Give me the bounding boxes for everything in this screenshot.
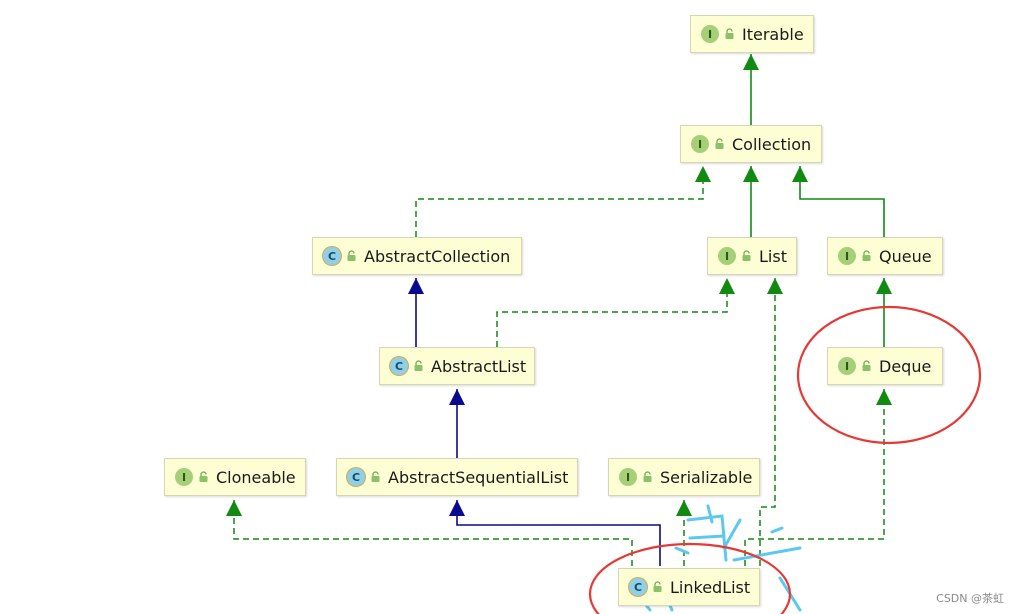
interface-icon: I — [175, 468, 193, 486]
interface-icon: I — [701, 25, 719, 43]
node-label: AbstractList — [431, 356, 527, 376]
node-collection[interactable]: I Collection — [680, 125, 822, 163]
node-serializable[interactable]: I Serializable — [608, 458, 760, 496]
deque-highlight-circle — [796, 305, 982, 445]
edge-abstractcollection-to-collection — [415, 166, 704, 237]
node-list[interactable]: I List — [707, 237, 797, 275]
edge-abstractlist-to-list — [496, 278, 728, 347]
node-label: List — [759, 246, 787, 266]
node-abstractlist[interactable]: C AbstractList — [379, 347, 535, 385]
arrow-abstractsequentiallist — [449, 500, 465, 516]
node-label: AbstractSequentialList — [388, 467, 569, 487]
node-label: Queue — [879, 246, 932, 266]
interface-icon: I — [619, 468, 637, 486]
arrow-list-b — [767, 278, 783, 294]
edge-queue-to-collection — [799, 166, 885, 237]
node-label: Serializable — [660, 467, 753, 487]
lock-icon — [199, 471, 208, 482]
node-label: Deque — [879, 356, 932, 376]
lock-icon — [715, 138, 724, 149]
arrow-abstractlist — [449, 389, 465, 405]
arrow-serializable — [676, 500, 692, 516]
edge-linkedlist-to-abstractsequentiallist — [456, 500, 661, 566]
node-label: LinkedList — [670, 577, 751, 597]
linkedlist-highlight-circle — [588, 542, 792, 614]
class-icon: C — [323, 247, 341, 265]
lock-icon — [414, 360, 423, 371]
lock-icon — [725, 28, 734, 39]
lock-icon — [643, 471, 652, 482]
node-deque[interactable]: I Deque — [827, 347, 943, 385]
edge-linkedlist-to-list — [759, 278, 776, 566]
class-icon: C — [390, 357, 408, 375]
node-linkedlist[interactable]: C LinkedList — [618, 568, 760, 606]
arrow-list-a — [719, 278, 735, 294]
lock-icon — [347, 250, 356, 261]
interface-icon: I — [691, 135, 709, 153]
node-label: Iterable — [742, 24, 804, 44]
edge-linkedlist-to-cloneable — [233, 500, 633, 566]
arrow-queue — [876, 278, 892, 294]
class-icon: C — [347, 468, 365, 486]
node-cloneable[interactable]: I Cloneable — [164, 458, 306, 496]
watermark-text: CSDN @茶虹 — [936, 592, 1004, 605]
interface-icon: I — [838, 357, 856, 375]
lock-icon — [862, 360, 871, 371]
arrow-deque — [876, 389, 892, 405]
handwritten-watermark — [626, 504, 802, 612]
node-abstractcollection[interactable]: C AbstractCollection — [312, 237, 522, 275]
arrow-iterable — [743, 54, 759, 70]
node-iterable[interactable]: I Iterable — [690, 15, 814, 53]
lock-icon — [653, 581, 662, 592]
class-icon: C — [629, 578, 647, 596]
interface-icon: I — [838, 247, 856, 265]
arrow-cloneable — [226, 500, 242, 516]
arrow-collection-b — [792, 166, 808, 182]
lock-icon — [742, 250, 751, 261]
arrow-abstractcollection — [408, 278, 424, 294]
node-label: AbstractCollection — [364, 246, 511, 266]
node-label: Cloneable — [216, 467, 296, 487]
node-queue[interactable]: I Queue — [827, 237, 943, 275]
interface-icon: I — [718, 247, 736, 265]
node-abstractsequentiallist[interactable]: C AbstractSequentialList — [336, 458, 578, 496]
arrow-collection-c — [695, 166, 711, 182]
arrow-collection-a — [743, 166, 759, 182]
lock-icon — [862, 250, 871, 261]
lock-icon — [371, 471, 380, 482]
node-label: Collection — [732, 134, 812, 154]
